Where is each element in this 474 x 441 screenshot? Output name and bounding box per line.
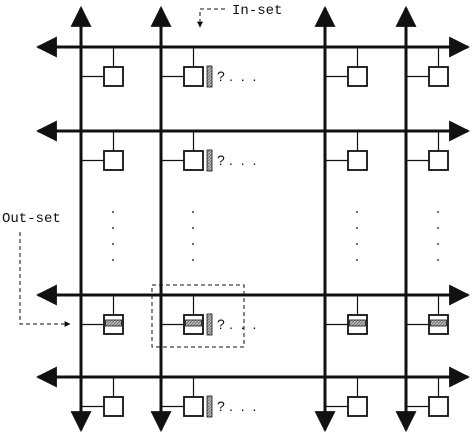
- crosspoint-node: [406, 47, 449, 87]
- ellipsis-dots: . . .: [229, 398, 258, 414]
- question-mark: ?: [217, 398, 225, 414]
- ellipsis-dot: [356, 227, 358, 229]
- node-box-shading: [430, 319, 447, 327]
- crosspoint-nodes: ?. . .?. . .?. . .?. . .: [81, 47, 449, 418]
- node-box-shading: [105, 319, 122, 327]
- node-box: [428, 66, 449, 87]
- crosspoint-node: [325, 295, 368, 335]
- ellipsis-dot: [112, 243, 114, 245]
- out-set-annotation: Out-set: [2, 211, 71, 327]
- vertical-buses: [70, 5, 417, 433]
- in-set-arrow: [197, 8, 225, 28]
- node-box: [183, 396, 204, 417]
- shaded-bar: [206, 65, 213, 88]
- crosspoint-node: [325, 131, 368, 171]
- in-set-label: In-set: [232, 3, 282, 19]
- crosspoint-node: [325, 377, 368, 417]
- node-box-shading: [349, 319, 366, 327]
- crosspoint-node: [325, 47, 368, 87]
- node-box: [103, 396, 124, 417]
- crosspoint-node: [81, 131, 124, 171]
- node-box: [183, 66, 204, 87]
- omitted-rows-dots: [112, 211, 439, 261]
- ellipsis-dot: [437, 243, 439, 245]
- out-set-label: Out-set: [2, 211, 61, 227]
- crosspoint-node: [406, 131, 449, 171]
- ellipsis-dots: . . .: [229, 152, 258, 168]
- ellipsis-dot: [356, 259, 358, 261]
- crosspoint-node: ?. . .: [161, 295, 258, 336]
- ellipsis-dot: [192, 259, 194, 261]
- shaded-bar: [206, 313, 213, 336]
- ellipsis-dot: [437, 211, 439, 213]
- ellipsis-dot: [356, 211, 358, 213]
- node-box: [183, 150, 204, 171]
- ellipsis-dot: [192, 211, 194, 213]
- crosspoint-node: ?. . .: [161, 131, 258, 172]
- ellipsis-dots: . . .: [229, 68, 258, 84]
- ellipsis-dot: [437, 227, 439, 229]
- node-box: [347, 150, 368, 171]
- ellipsis-dot: [437, 259, 439, 261]
- crosspoint-node: ?. . .: [161, 377, 258, 418]
- ellipsis-dot: [112, 259, 114, 261]
- node-box: [103, 150, 124, 171]
- node-box: [347, 66, 368, 87]
- crosspoint-node: [81, 377, 124, 417]
- crosspoint-node: ?. . .: [161, 47, 258, 88]
- ellipsis-dot: [356, 243, 358, 245]
- crosspoint-node: [81, 47, 124, 87]
- question-mark: ?: [217, 68, 225, 84]
- question-mark: ?: [217, 152, 225, 168]
- ellipsis-dot: [112, 227, 114, 229]
- out-set-arrow: [19, 232, 71, 327]
- selection-box: [151, 284, 245, 348]
- node-box: [347, 396, 368, 417]
- shaded-bar: [206, 149, 213, 172]
- ellipsis-dot: [192, 227, 194, 229]
- ellipsis-dot: [192, 243, 194, 245]
- question-mark: ?: [217, 316, 225, 332]
- crosspoint-node: [406, 295, 449, 335]
- node-box: [428, 150, 449, 171]
- crosspoint-node: [81, 295, 124, 335]
- node-box: [103, 66, 124, 87]
- crosspoint-node: [406, 377, 449, 417]
- node-box-shading: [185, 319, 202, 327]
- ellipsis-dot: [112, 211, 114, 213]
- shaded-bar: [206, 395, 213, 418]
- in-set-annotation: In-set: [197, 3, 282, 28]
- ellipsis-dots: . . .: [229, 316, 258, 332]
- node-box: [428, 396, 449, 417]
